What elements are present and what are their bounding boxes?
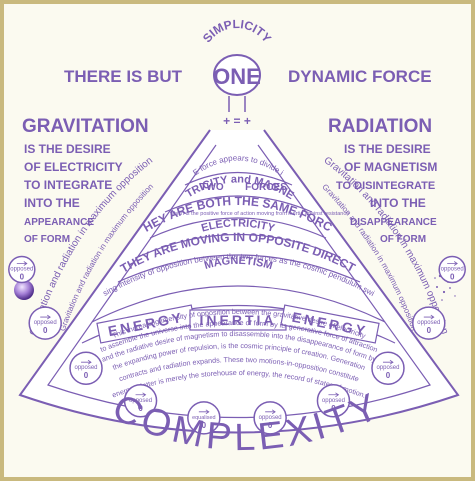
gravitation-line-5: APPEARANCE [24, 217, 94, 228]
simplicity-arc-text: SIMPLICITY [200, 17, 274, 45]
forces-text: FORCES [245, 182, 287, 193]
simplicity-arc-label: SIMPLICITY [200, 17, 274, 45]
header-right-text: DYNAMIC FORCE [288, 67, 432, 86]
header-left-text: THERE IS BUT [64, 67, 183, 86]
pendulum-circle-value: 0 [427, 326, 432, 335]
equals-label: + = + [223, 114, 251, 128]
radiation-line-3: TO DISINTEGRATE [336, 180, 435, 192]
two-text: TWO [200, 182, 224, 193]
gravitation-line-6: OF FORM [24, 234, 70, 245]
pendulum-circle-value: 0 [43, 326, 48, 335]
radiation-line-4: INTO THE [370, 196, 426, 210]
pendulum-circle-value: 0 [84, 371, 89, 380]
header-one-text: ONE [213, 64, 261, 89]
radiation-line-2: OF MAGNETISM [344, 160, 437, 174]
radiation-title: RADIATION [328, 116, 432, 137]
pendulum-circle-value: 0 [20, 273, 25, 282]
pendulum-circle-value: 0 [386, 371, 391, 380]
radiation-line-5: DISAPPEARANCE [350, 217, 437, 228]
gravitation-title: GRAVITATION [22, 116, 149, 137]
pendulum-circle-value: 0 [450, 273, 455, 282]
radiation-line-1: IS THE DESIRE [344, 142, 431, 156]
gravitation-line-3: TO INTEGRATE [24, 178, 112, 192]
radiation-line-6: OF FORM [380, 234, 426, 245]
gravitation-line-2: OF ELECTRICITY [24, 160, 123, 174]
gravitation-line-4: INTO THE [24, 196, 80, 210]
gravitation-line-1: IS THE DESIRE [24, 142, 111, 156]
